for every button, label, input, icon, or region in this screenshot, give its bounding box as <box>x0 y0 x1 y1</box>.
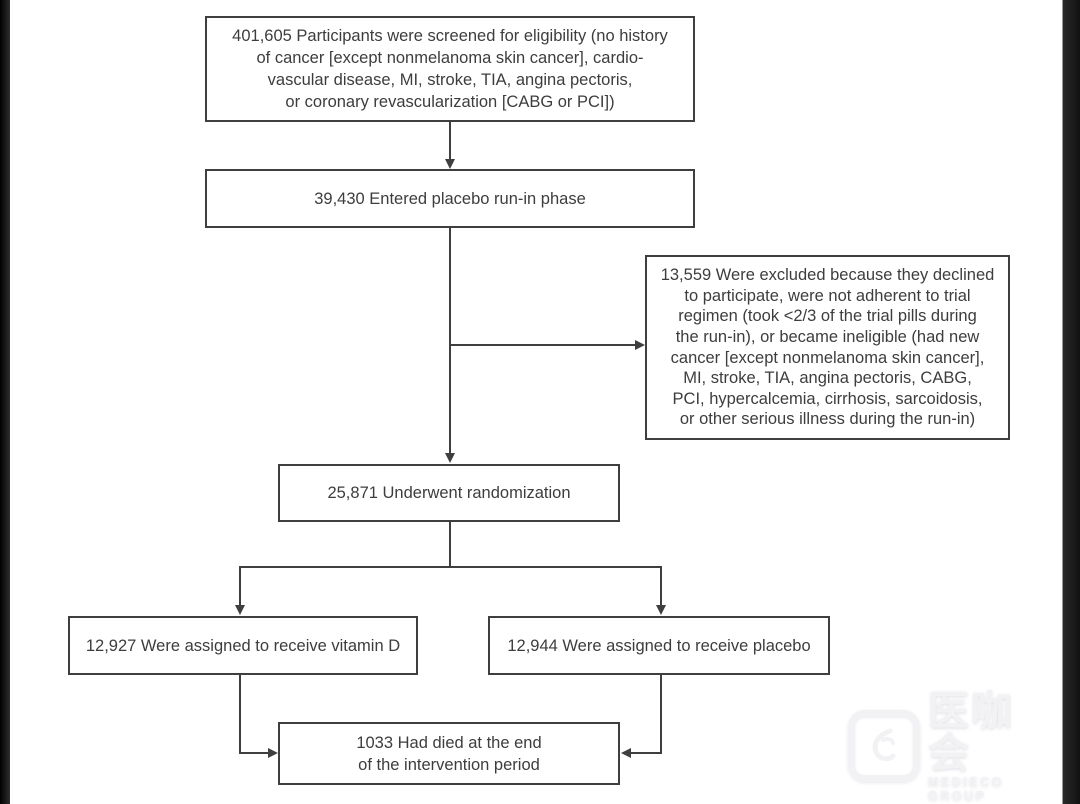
arrowhead-down-icon <box>656 605 666 615</box>
arrowhead-down-icon <box>445 159 455 169</box>
watermark-texts: 医咖会 MEDIECO GROUP <box>928 690 1056 803</box>
connector-vitamin-d-to-died <box>239 752 269 754</box>
box-vitamin-d: 12,927 Were assigned to receive vitamin … <box>68 616 418 675</box>
box-placebo: 12,944 Were assigned to receive placebo <box>488 616 830 675</box>
arrowhead-left-icon <box>621 748 631 758</box>
box-randomized: 25,871 Underwent randomization <box>278 464 620 522</box>
box-excluded: 13,559 Were excluded because they declin… <box>645 255 1010 440</box>
watermark-cjk-text: 医咖会 <box>928 687 1014 776</box>
connector-runin-to-excluded <box>450 344 635 346</box>
connector-split-bar <box>239 566 661 568</box>
connector-split-to-vitamin-d <box>239 566 241 606</box>
watermark-subtext: MEDIECO GROUP <box>928 774 1004 803</box>
box-run-in: 39,430 Entered placebo run-in phase <box>205 169 695 228</box>
arrowhead-right-icon <box>635 340 645 350</box>
arrowhead-down-icon <box>445 453 455 463</box>
connector-split-to-placebo <box>660 566 662 606</box>
box-screened: 401,605 Participants were screened for e… <box>205 16 695 122</box>
frame-bar-right <box>1062 0 1080 804</box>
frame-bar-left <box>0 0 10 804</box>
connector-placebo-to-died <box>631 752 662 754</box>
connector-screened-to-runin <box>449 122 451 160</box>
box-died: 1033 Had died at the end of the interven… <box>278 722 620 785</box>
connector-randomized-stem <box>449 522 451 568</box>
connector-placebo-down <box>660 675 662 754</box>
medieco-logo-glyph <box>872 728 896 762</box>
connector-runin-to-randomized <box>449 228 451 454</box>
connector-vitamin-d-down <box>239 675 241 754</box>
arrowhead-right-icon <box>268 748 278 758</box>
medieco-logo-icon <box>848 710 920 782</box>
arrowhead-down-icon <box>235 605 245 615</box>
watermark: 医咖会 MEDIECO GROUP <box>848 690 1056 803</box>
